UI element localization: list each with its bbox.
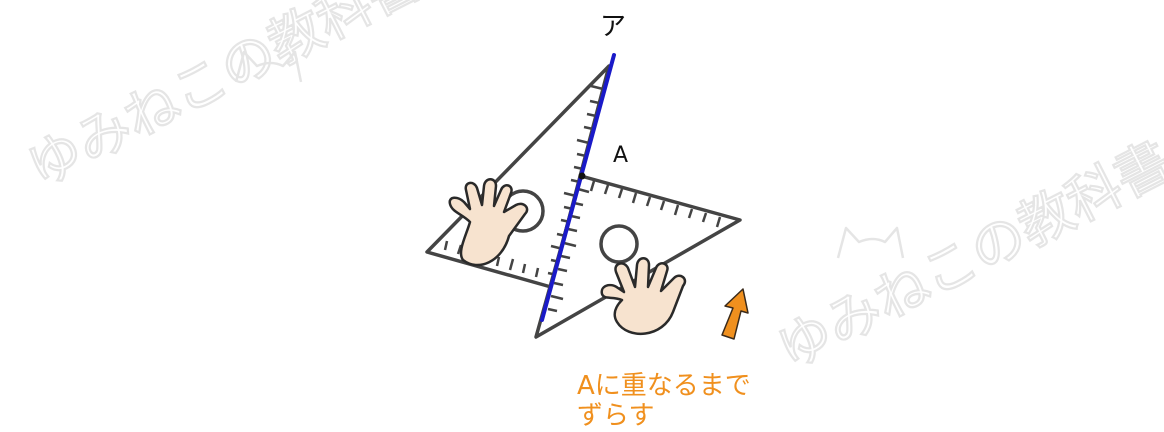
right-set-square-hole (599, 224, 639, 264)
line-label: ア (600, 12, 627, 42)
line-a (540, 53, 616, 322)
instruction-line-2: ずらす (577, 401, 655, 431)
svg-text:ゆみねこの教科書: ゆみねこの教科書 (767, 129, 1164, 381)
instruction-line-1: Aに重なるまで (577, 371, 751, 401)
hand-icon (448, 178, 529, 267)
point-label: A (613, 143, 629, 168)
svg-text:ゆみねこの教科書: ゆみねこの教科書 (17, 0, 431, 200)
hand-icon (600, 257, 687, 335)
watermark-left: ゆみねこの教科書 (16, 0, 432, 201)
point-a-dot (578, 172, 586, 180)
arrow-up-icon (721, 288, 749, 340)
watermark-right: ゆみねこの教科書 (766, 128, 1164, 382)
right-set-square-ticks (547, 180, 722, 313)
instruction-text: Aに重なるまで ずらす (577, 371, 751, 431)
